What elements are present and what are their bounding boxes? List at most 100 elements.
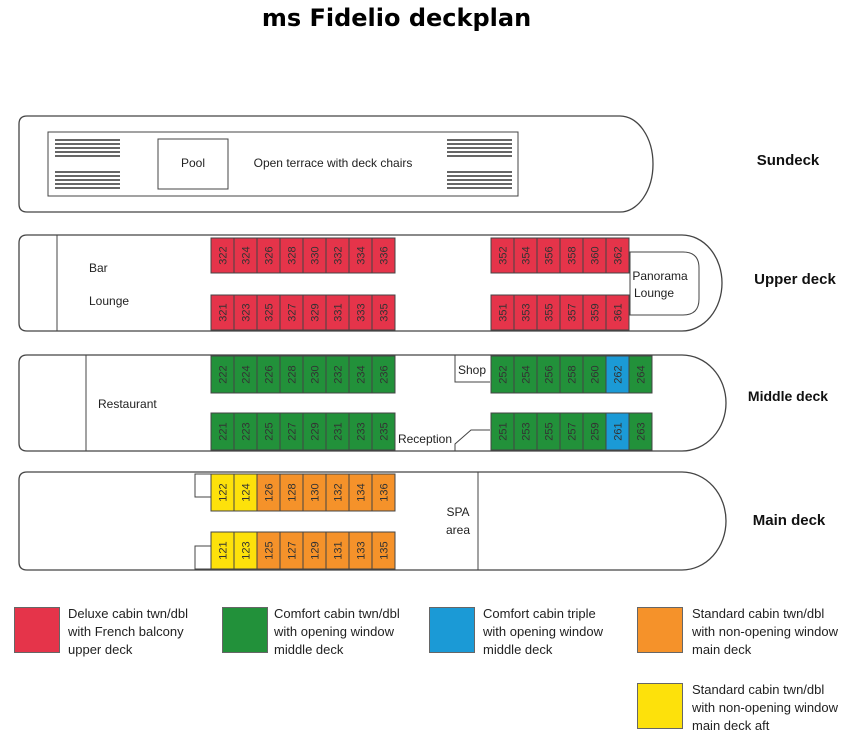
spa-label-line2: area xyxy=(446,523,470,537)
cabin-number-333: 333 xyxy=(356,303,368,321)
cabin-number-252: 252 xyxy=(498,365,510,383)
cabin-335[interactable] xyxy=(371,294,396,331)
cabin-number-136: 136 xyxy=(379,483,391,501)
lounge-label: Lounge xyxy=(89,294,129,308)
cabin-number-263: 263 xyxy=(636,422,648,440)
panorama-label-line1: Panorama xyxy=(632,269,688,283)
cabin-number-361: 361 xyxy=(613,303,625,321)
cabin-263[interactable] xyxy=(628,412,653,451)
cabin-number-135: 135 xyxy=(379,541,391,559)
cabin-number-330: 330 xyxy=(310,246,322,264)
cabin-number-124: 124 xyxy=(241,483,253,501)
cabin-number-327: 327 xyxy=(287,303,299,321)
cabin-136[interactable] xyxy=(371,473,396,512)
cabin-number-331: 331 xyxy=(333,303,345,321)
cabin-number-233: 233 xyxy=(356,422,368,440)
cabin-number-323: 323 xyxy=(241,303,253,321)
cabin-number-122: 122 xyxy=(218,483,230,501)
deck-chairs-right-upper xyxy=(447,139,512,157)
cabin-number-234: 234 xyxy=(356,365,368,383)
cabin-number-351: 351 xyxy=(498,303,510,321)
cabin-number-359: 359 xyxy=(590,303,602,321)
cabin-number-125: 125 xyxy=(264,541,276,559)
cabin-number-131: 131 xyxy=(333,541,345,559)
cabin-number-326: 326 xyxy=(264,246,276,264)
cabin-236[interactable] xyxy=(371,355,396,394)
deck-name-sundeck: Sundeck xyxy=(757,152,820,169)
cabin-number-229: 229 xyxy=(310,422,322,440)
cabin-number-132: 132 xyxy=(333,483,345,501)
cabin-number-253: 253 xyxy=(521,422,533,440)
cabin-number-127: 127 xyxy=(287,541,299,559)
cabin-number-354: 354 xyxy=(521,246,533,264)
deck-chairs-right-lower xyxy=(447,171,512,189)
cabin-number-254: 254 xyxy=(521,365,533,383)
cabin-number-259: 259 xyxy=(590,422,602,440)
cabin-362[interactable] xyxy=(605,237,630,274)
cabin-number-356: 356 xyxy=(544,246,556,264)
spa-label-line1: SPA xyxy=(446,505,469,519)
cabin-361[interactable] xyxy=(605,294,630,331)
legend-swatch-standard xyxy=(637,607,683,653)
legend-swatch-comfort-triple xyxy=(429,607,475,653)
cabin-number-256: 256 xyxy=(544,365,556,383)
cabin-number-235: 235 xyxy=(379,422,391,440)
deck-name-upper: Upper deck xyxy=(754,271,836,288)
cabin-number-223: 223 xyxy=(241,422,253,440)
cabin-336[interactable] xyxy=(371,237,396,274)
reception-room xyxy=(454,429,490,451)
deck-chairs-left-upper xyxy=(55,139,120,157)
deck-chairs-left-lower xyxy=(55,171,120,189)
cabin-135[interactable] xyxy=(371,531,396,570)
cabin-number-336: 336 xyxy=(379,246,391,264)
panorama-lounge-room xyxy=(629,251,700,316)
cabin-number-227: 227 xyxy=(287,422,299,440)
cabin-number-130: 130 xyxy=(310,483,322,501)
deck-name-main: Main deck xyxy=(753,512,826,529)
cabin-number-231: 231 xyxy=(333,422,345,440)
shop-label: Shop xyxy=(458,363,486,377)
bar-label: Bar xyxy=(89,261,108,275)
cabin-number-257: 257 xyxy=(567,422,579,440)
panorama-label-line2: Lounge xyxy=(634,286,674,300)
cabin-264[interactable] xyxy=(628,355,653,394)
cabin-number-255: 255 xyxy=(544,422,556,440)
cabin-number-262: 262 xyxy=(613,365,625,383)
cabin-number-133: 133 xyxy=(356,541,368,559)
legend-swatch-standard-aft xyxy=(637,683,683,729)
terrace-label: Open terrace with deck chairs xyxy=(254,156,413,170)
legend-swatch-comfort xyxy=(222,607,268,653)
cabin-number-228: 228 xyxy=(287,365,299,383)
cabin-number-360: 360 xyxy=(590,246,602,264)
legend-swatch-deluxe xyxy=(14,607,60,653)
pool-label: Pool xyxy=(181,156,205,170)
cabin-number-236: 236 xyxy=(379,365,391,383)
cabin-number-258: 258 xyxy=(567,365,579,383)
sundeck: Pool Open terrace with deck chairs Sunde… xyxy=(18,115,820,213)
reception-label: Reception xyxy=(398,432,452,446)
cabin-number-224: 224 xyxy=(241,365,253,383)
cabin-number-134: 134 xyxy=(356,483,368,501)
cabin-number-357: 357 xyxy=(567,303,579,321)
cabin-number-334: 334 xyxy=(356,246,368,264)
cabin-235[interactable] xyxy=(371,412,396,451)
aft-notch-lower xyxy=(194,545,211,570)
restaurant-label: Restaurant xyxy=(98,397,157,411)
cabin-number-225: 225 xyxy=(264,422,276,440)
cabin-number-321: 321 xyxy=(218,303,230,321)
cabin-number-355: 355 xyxy=(544,303,556,321)
cabin-number-222: 222 xyxy=(218,365,230,383)
cabin-number-352: 352 xyxy=(498,246,510,264)
cabin-number-322: 322 xyxy=(218,246,230,264)
cabin-number-251: 251 xyxy=(498,422,510,440)
